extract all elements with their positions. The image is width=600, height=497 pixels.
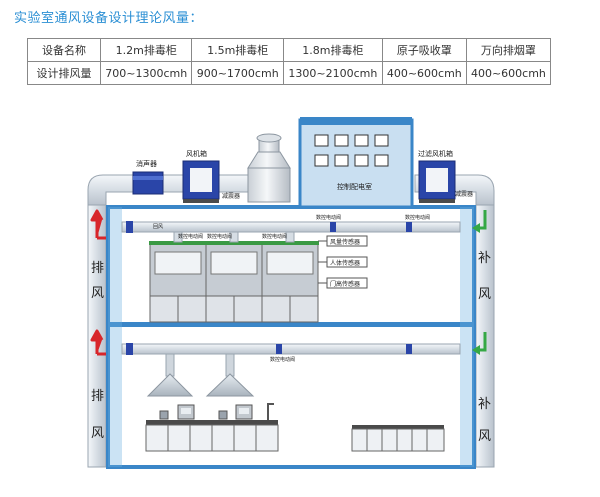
table-cell: 设备名称 bbox=[27, 38, 101, 62]
sensor-body bbox=[318, 256, 368, 268]
duct-damper bbox=[126, 221, 133, 355]
lab-bench bbox=[145, 420, 279, 452]
canopy-hood bbox=[146, 353, 194, 397]
filter-fan-box bbox=[418, 160, 456, 203]
table-cell: 900~1700cmh bbox=[191, 61, 284, 85]
airflow-spec-table: 设备名称 1.2m排毒柜 1.5m排毒柜 1.8m排毒柜 原子吸收罩 万向排烟罩… bbox=[27, 38, 552, 85]
silencer bbox=[132, 171, 164, 195]
table-header-row: 设备名称 1.2m排毒柜 1.5m排毒柜 1.8m排毒柜 原子吸收罩 万向排烟罩 bbox=[27, 38, 552, 62]
sensor-door bbox=[318, 277, 368, 289]
damper-label: 减震器 bbox=[222, 192, 240, 200]
supply-label-upper: 风 bbox=[478, 287, 491, 302]
exhaust-arrow-upper bbox=[90, 209, 106, 240]
table-cell: 400~600cmh bbox=[381, 61, 467, 85]
scrubber-tower bbox=[247, 133, 291, 203]
control-room bbox=[298, 117, 414, 209]
damper-right-label: 减震器 bbox=[455, 190, 473, 198]
valve-label: 数控电动阀 bbox=[178, 233, 203, 240]
valve-marker bbox=[330, 222, 412, 232]
ceiling-duct-lower bbox=[121, 343, 461, 355]
supply-label-lower: 补 bbox=[478, 397, 491, 412]
fan-box-left bbox=[182, 160, 220, 203]
valve-marker bbox=[276, 344, 412, 354]
fan-box-label: 风机箱 bbox=[186, 149, 207, 158]
exhaust-label-lower: 风 bbox=[91, 426, 104, 441]
sensor-body-label: 人体传感器 bbox=[330, 259, 360, 267]
filter-fan-box-label: 过滤风机箱 bbox=[418, 149, 453, 158]
exhaust-arrow-lower bbox=[90, 329, 106, 356]
supply-label-upper: 补 bbox=[478, 251, 491, 266]
fume-hood bbox=[261, 241, 319, 323]
table-cell: 设计排风量 bbox=[27, 61, 101, 85]
valve-label: 数控电动阀 bbox=[270, 356, 295, 363]
table-cell: 1300~2100cmh bbox=[282, 61, 383, 85]
control-room-label: 控制配电室 bbox=[337, 182, 372, 191]
fume-hood bbox=[149, 241, 207, 323]
instrument-small bbox=[159, 410, 228, 420]
supply-arrow-lower bbox=[472, 332, 487, 355]
exhaust-label-upper: 风 bbox=[91, 286, 104, 301]
supply-label-lower: 风 bbox=[478, 429, 491, 444]
table-row: 设计排风量 700~1300cmh 900~1700cmh 1300~2100c… bbox=[27, 61, 552, 85]
valve-label: 数控电动阀 bbox=[316, 214, 341, 221]
canopy-hood bbox=[205, 353, 255, 397]
faucet bbox=[267, 403, 274, 420]
valve-label: 数控电动阀 bbox=[262, 233, 287, 240]
instrument bbox=[177, 404, 195, 420]
table-cell: 1.5m排毒柜 bbox=[191, 38, 284, 62]
table-cell: 700~1300cmh bbox=[99, 61, 193, 85]
sensor-door-label: 门高传感器 bbox=[330, 280, 360, 288]
valve-label: 数控电动阀 bbox=[405, 214, 430, 221]
table-cell: 400~600cmh bbox=[465, 61, 552, 85]
fume-hood bbox=[205, 241, 263, 323]
exhaust-label-upper: 排 bbox=[91, 261, 104, 276]
fume-hood-group bbox=[149, 231, 319, 323]
return-label: 回风 bbox=[153, 224, 163, 230]
supply-arrow-upper bbox=[472, 210, 487, 233]
building-frame bbox=[106, 205, 476, 469]
sensor-airflow-label: 风量传感器 bbox=[330, 238, 360, 246]
lab-bench bbox=[351, 425, 445, 452]
valve-label: 数控电动阀 bbox=[207, 233, 232, 240]
exhaust-label-lower: 排 bbox=[91, 389, 104, 404]
page-title: 实验室通风设备设计理论风量： bbox=[14, 11, 204, 26]
sensor-airflow bbox=[318, 235, 368, 247]
silencer-label: 消声器 bbox=[136, 159, 157, 168]
instrument bbox=[235, 404, 253, 420]
roof-duct-left bbox=[87, 174, 251, 206]
table-cell: 1.8m排毒柜 bbox=[282, 38, 383, 62]
